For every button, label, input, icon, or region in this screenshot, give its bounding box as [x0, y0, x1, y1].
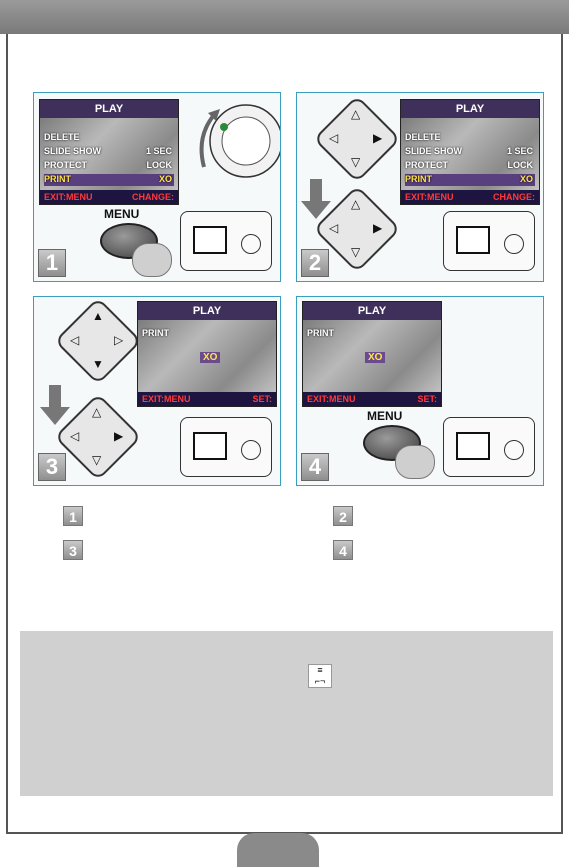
lcd-title: PLAY: [138, 302, 276, 320]
mode-dial-icon: [199, 104, 280, 178]
menu-row-delete: DELETE: [405, 132, 441, 142]
dpad-icon: △◁ ▶▽: [313, 95, 401, 183]
legend-step-4-icon: 4: [333, 540, 353, 560]
print-label: PRINT: [142, 328, 169, 338]
legend-step-2-icon: 2: [333, 506, 353, 526]
camera-back-icon: [180, 417, 272, 477]
lcd-title: PLAY: [303, 302, 441, 320]
lcd-title: PLAY: [40, 100, 178, 118]
camera-back-icon: [180, 211, 272, 271]
dpad-icon: ▲◁ ▷▼: [54, 297, 142, 385]
dpad-icon: △◁ ▶▽: [54, 393, 142, 481]
menu-row-delete: DELETE: [44, 132, 80, 142]
finger-icon: [132, 243, 172, 277]
camera-back-icon: [443, 211, 535, 271]
step-badge: 2: [301, 249, 329, 277]
legend-step-3-icon: 3: [63, 540, 83, 560]
print-value: XO: [365, 352, 386, 363]
arrow-down-icon: [301, 179, 331, 219]
note-box: [20, 631, 553, 796]
camera-back-icon: [443, 417, 535, 477]
lcd-title: PLAY: [401, 100, 539, 118]
step-badge: 1: [38, 249, 66, 277]
print-order-icon: ≡⌐¬: [308, 664, 332, 688]
menu-button-illustration: [363, 425, 421, 461]
print-label: PRINT: [307, 328, 334, 338]
header-bar: [0, 0, 569, 34]
step-badge: 4: [301, 453, 329, 481]
print-value: XO: [200, 352, 221, 363]
menu-label: MENU: [367, 409, 403, 423]
arrow-down-icon: [40, 385, 70, 425]
page-number-tab: [237, 833, 319, 867]
finger-icon: [395, 445, 435, 479]
dpad-icon: △◁ ▶▽: [313, 185, 401, 273]
step-badge: 3: [38, 453, 66, 481]
legend-step-1-icon: 1: [63, 506, 83, 526]
menu-label: MENU: [104, 207, 140, 221]
